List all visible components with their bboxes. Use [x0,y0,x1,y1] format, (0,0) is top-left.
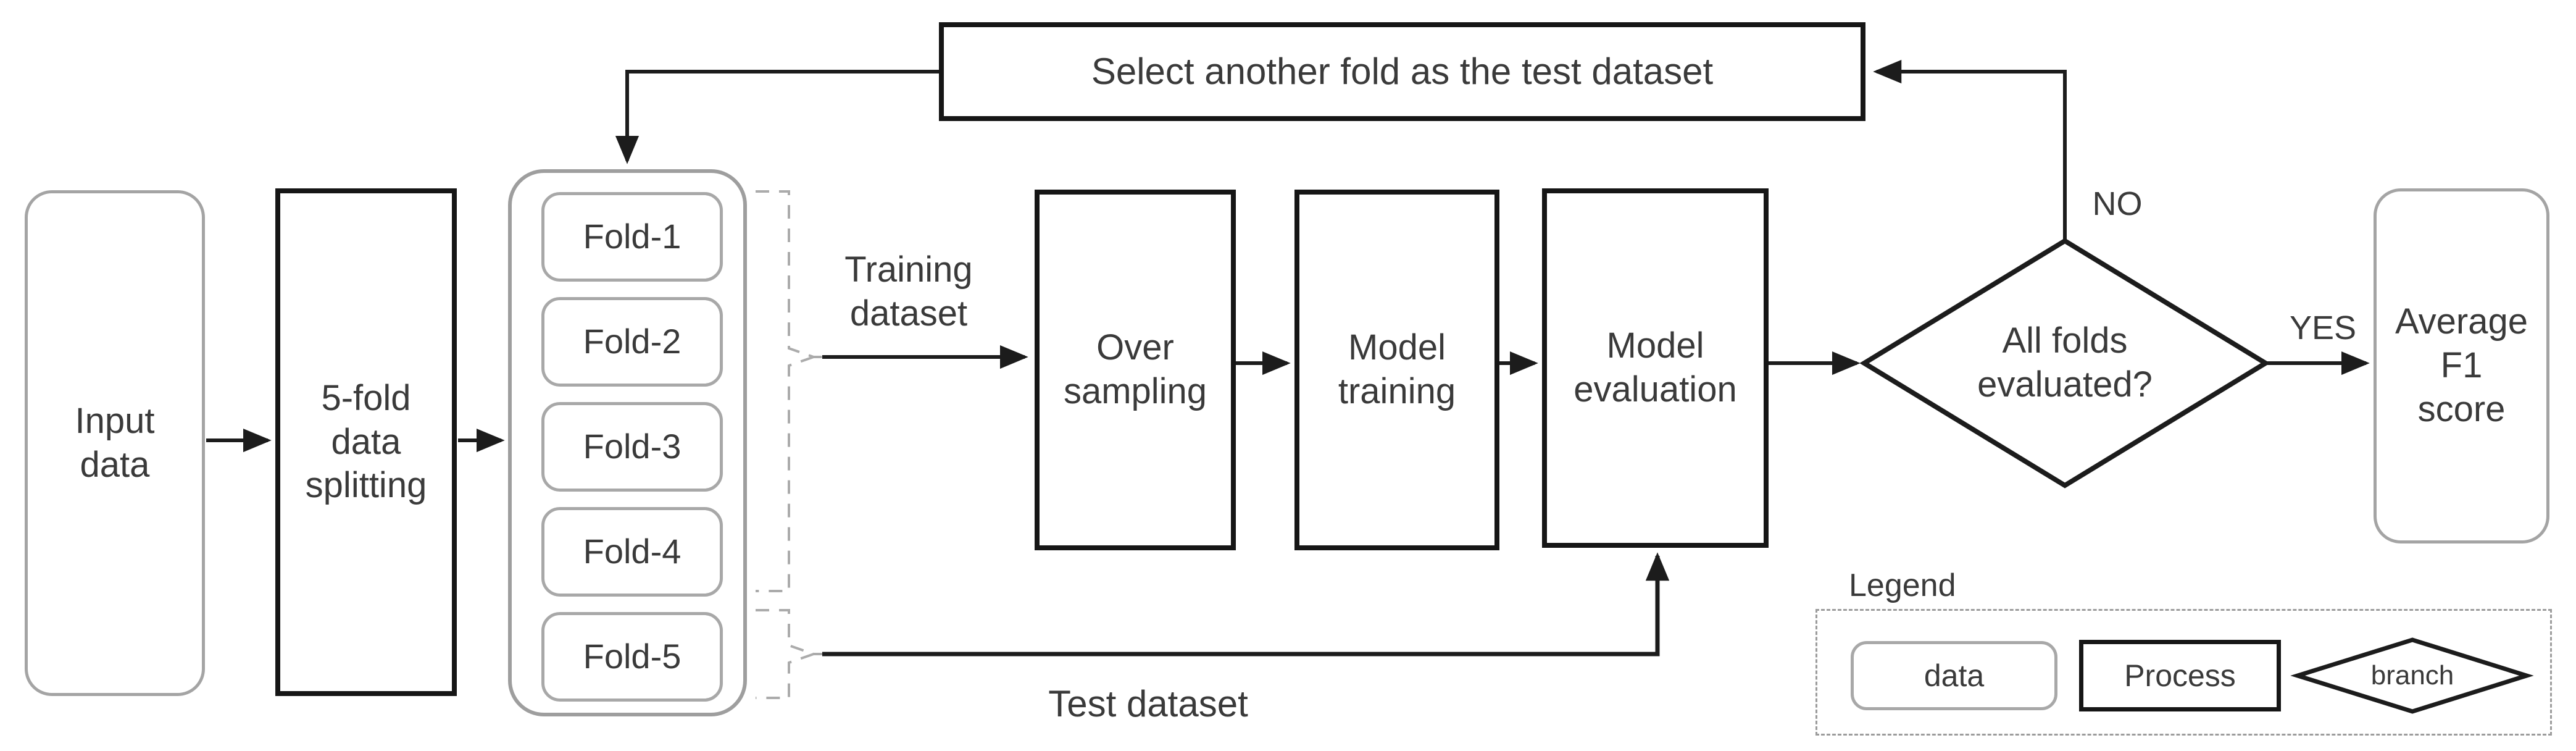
loop-to-folds-line [615,70,939,164]
select-another-fold-box: Select another fold as the test dataset [939,22,1865,121]
fold-5-box: Fold-5 [541,612,723,702]
arrow-test-dataset [822,552,1670,657]
decision-diamond-label: All folds evaluated? [1977,321,2153,405]
legend-data-box: data [1851,641,2057,710]
legend-branch-diamond-shape [2290,637,2534,714]
legend-panel [1815,609,2552,736]
model-training-box: Model training [1294,190,1499,550]
oversampling-box: Over sampling [1035,190,1236,550]
training-folds-bracket [756,190,822,592]
test-dataset-label: Test dataset [1048,682,1248,724]
legend-branch-label: branch [2370,660,2454,691]
no-return-line [1873,59,2067,240]
fold-3-box: Fold-3 [541,402,723,492]
fold-4-box: Fold-4 [541,507,723,597]
fold-2-box: Fold-2 [541,297,723,387]
legend-process-box: Process [2079,640,2281,711]
average-f1-box: Average F1 score [2374,188,2549,543]
fold-1-box: Fold-1 [541,192,723,282]
legend-title: Legend [1849,568,1956,604]
test-fold-bracket [756,609,822,699]
data-splitting-box: 5-fold data splitting [275,188,457,696]
model-evaluation-box: Model evaluation [1542,188,1769,548]
decision-diamond-shape [1859,238,2270,489]
input-data-box: Input data [25,190,205,696]
folds-container: Fold-1 Fold-2 Fold-3 Fold-4 Fold-5 [508,169,747,716]
no-branch-label: NO [2092,185,2143,223]
training-dataset-label: Training dataset [844,250,973,334]
yes-branch-label: YES [2289,309,2357,347]
